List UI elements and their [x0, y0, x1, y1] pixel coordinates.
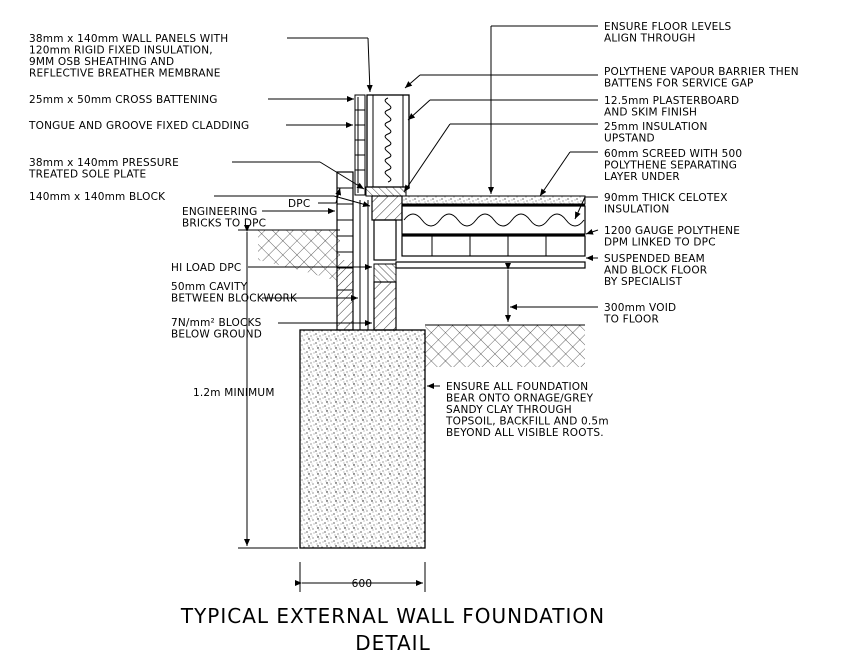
depth-dimension — [238, 225, 298, 549]
label-cladding: TONGUE AND GROOVE FIXED CLADDING — [28, 120, 249, 132]
label-line: TREATED SOLE PLATE — [28, 169, 146, 181]
label-line: ENGINEERING — [182, 206, 257, 218]
floor-buildup — [395, 195, 586, 269]
concrete-foundation — [299, 329, 426, 549]
label-line: LAYER UNDER — [604, 171, 680, 183]
label-line: 12.5mm PLASTERBOARD — [604, 95, 739, 107]
label-line: POLYTHENE VAPOUR BARRIER THEN — [604, 66, 799, 78]
label-line: BATTENS FOR SERVICE GAP — [604, 78, 754, 90]
label-line: 140mm x 140mm BLOCK — [29, 191, 166, 203]
label-line: ALIGN THROUGH — [604, 33, 696, 45]
label-line: 25mm x 50mm CROSS BATTENING — [29, 94, 218, 106]
label-hi-load-dpc: HI LOAD DPC — [171, 262, 241, 274]
label-width: 600 — [352, 578, 373, 590]
label-line: SANDY CLAY THROUGH — [446, 404, 572, 416]
label-line: BRICKS TO DPC — [182, 218, 266, 230]
label-line: BY SPECIALIST — [604, 276, 683, 288]
label-dpc: DPC — [288, 198, 310, 210]
label-line: ENSURE ALL FOUNDATION — [446, 381, 588, 393]
title-line-2: DETAIL — [355, 631, 430, 655]
label-line: AND SKIM FINISH — [604, 107, 697, 119]
timber-frame-wall — [354, 94, 410, 197]
label-line: SUSPENDED BEAM — [604, 253, 705, 265]
label-cross-battening: 25mm x 50mm CROSS BATTENING — [29, 94, 218, 106]
label-line: BEAR ONTO ORNAGE/GREY — [446, 393, 594, 405]
leader-lines — [214, 25, 599, 389]
label-line: 7N/mm² BLOCKS — [171, 317, 262, 329]
width-dimension — [295, 562, 426, 592]
label-line: 120mm RIGID FIXED INSULATION, — [29, 45, 213, 57]
label-depth: 1.2m MINIMUM — [193, 387, 275, 399]
outer-leaf-blockwork — [336, 171, 354, 331]
label-line: 300mm VOID — [604, 302, 676, 314]
label-line: 1.2m MINIMUM — [193, 387, 275, 399]
label-line: 600 — [352, 578, 373, 590]
label-line: ENSURE FLOOR LEVELS — [604, 21, 732, 33]
label-line: 25mm INSULATION — [604, 121, 708, 133]
label-line: DPC — [288, 198, 310, 210]
label-line: TOPSOIL, BACKFILL AND 0.5m — [445, 416, 609, 428]
ground-right — [425, 324, 585, 367]
label-line: BEYOND ALL VISIBLE ROOTS. — [446, 427, 604, 439]
label-block: 140mm x 140mm BLOCK — [29, 191, 166, 203]
label-line: 38mm x 140mm PRESSURE — [29, 157, 179, 169]
label-line: DPM LINKED TO DPC — [604, 237, 716, 249]
label-line: 90mm THICK CELOTEX — [604, 192, 728, 204]
label-line: REFLECTIVE BREATHER MEMBRANE — [29, 68, 221, 80]
label-line: TONGUE AND GROOVE FIXED CLADDING — [28, 120, 249, 132]
label-line: TO FLOOR — [603, 314, 659, 326]
label-line: 1200 GAUGE POLYTHENE — [604, 225, 740, 237]
label-line: BETWEEN BLOCKWORK — [171, 293, 298, 305]
title-line-1: TYPICAL EXTERNAL WALL FOUNDATION — [180, 604, 605, 628]
label-line: HI LOAD DPC — [171, 262, 241, 274]
label-line: AND BLOCK FLOOR — [604, 265, 707, 277]
inner-leaf-blockwork — [371, 195, 403, 331]
label-line: BELOW GROUND — [171, 329, 262, 341]
label-line: INSULATION — [604, 204, 669, 216]
label-line: 9MM OSB SHEATHING AND — [29, 56, 174, 68]
label-line: 38mm x 140mm WALL PANELS WITH — [29, 33, 228, 45]
label-line: 60mm SCREED WITH 500 — [604, 148, 742, 160]
label-line: UPSTAND — [604, 133, 655, 145]
label-line: 50mm CAVITY — [171, 281, 248, 293]
ground-left — [258, 229, 340, 282]
label-line: POLYTHENE SEPARATING — [604, 160, 737, 172]
